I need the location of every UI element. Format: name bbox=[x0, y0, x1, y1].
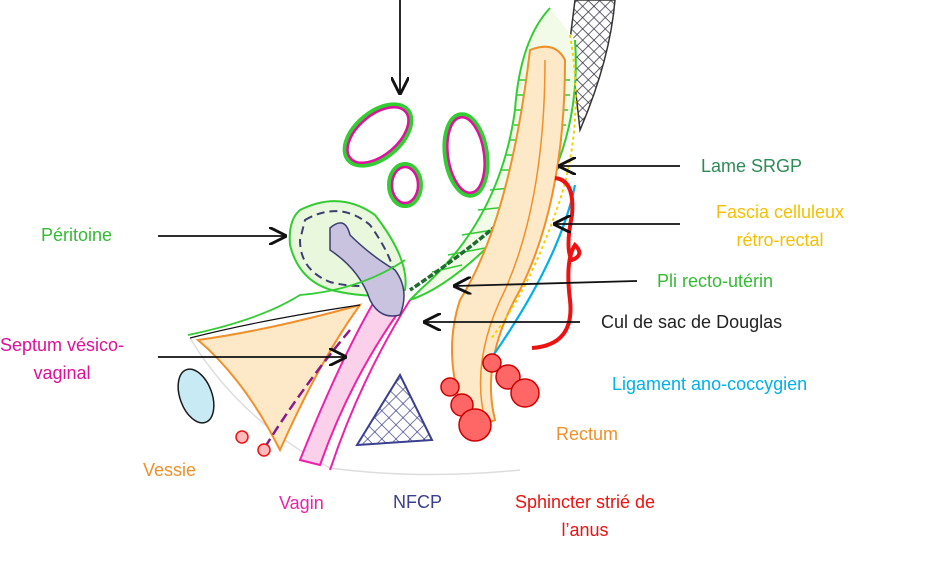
intestine-loop bbox=[387, 162, 423, 208]
label-fascia-line1: Fascia celluleux bbox=[715, 202, 845, 222]
label-ligament-ano-coccygien: Ligament ano-coccygien bbox=[612, 374, 808, 394]
label-septum-line1: Septum vésico- bbox=[0, 335, 125, 355]
small-red-circle bbox=[235, 430, 249, 444]
uterus-shape bbox=[329, 222, 405, 317]
label-nfcp: NFCP bbox=[393, 492, 442, 512]
rectum-shape bbox=[451, 45, 567, 432]
arrow-pli bbox=[455, 281, 638, 286]
nfcp-triangle bbox=[355, 372, 434, 447]
fascia-retro-rectal bbox=[489, 34, 577, 341]
rectum-inner bbox=[479, 59, 546, 421]
vagin-outline bbox=[329, 299, 411, 471]
label-septum-line2: vaginal bbox=[33, 363, 91, 383]
sphincter-circles bbox=[440, 353, 540, 442]
intestine-loop-inner bbox=[390, 165, 420, 205]
label-vessie: Vessie bbox=[143, 460, 197, 480]
label-sphincter-line1: Sphincter strié de bbox=[514, 492, 656, 512]
vessie-shape bbox=[195, 303, 363, 453]
red-brace bbox=[531, 176, 582, 350]
label-sphincter-line2: l’anus bbox=[561, 520, 609, 540]
label-rectum: Rectum bbox=[556, 424, 619, 444]
intestine-loop-inner bbox=[346, 105, 410, 165]
label-septum-vesico-vaginal: Septum vésico- vaginal bbox=[0, 333, 142, 385]
label-fascia-line2: rétro-rectal bbox=[736, 230, 824, 250]
intestine-loop bbox=[442, 112, 490, 198]
intestine-loop-inner bbox=[446, 116, 486, 194]
label-peritoine: Péritoine bbox=[41, 225, 113, 245]
label-lame-srgp: Lame SRGP bbox=[701, 156, 803, 176]
small-red-circle bbox=[257, 443, 271, 457]
label-vagin: Vagin bbox=[279, 493, 324, 513]
peritoine-lower bbox=[187, 259, 406, 336]
label-pli-recto-uterin: Pli recto-utérin bbox=[657, 271, 774, 291]
vagin-shape bbox=[298, 298, 402, 467]
intestine-loop bbox=[342, 102, 414, 168]
label-cul-de-sac-de-douglas: Cul de sac de Douglas bbox=[601, 312, 783, 332]
ureter-ellipse bbox=[177, 368, 215, 424]
label-fascia-retro-rectal: Fascia celluleux rétro-rectal bbox=[690, 200, 870, 252]
septum-line bbox=[260, 329, 351, 453]
sacrum-hatched bbox=[569, 0, 616, 133]
label-sphincter: Sphincter strié de l’anus bbox=[490, 490, 680, 542]
bladder-line bbox=[189, 304, 361, 339]
